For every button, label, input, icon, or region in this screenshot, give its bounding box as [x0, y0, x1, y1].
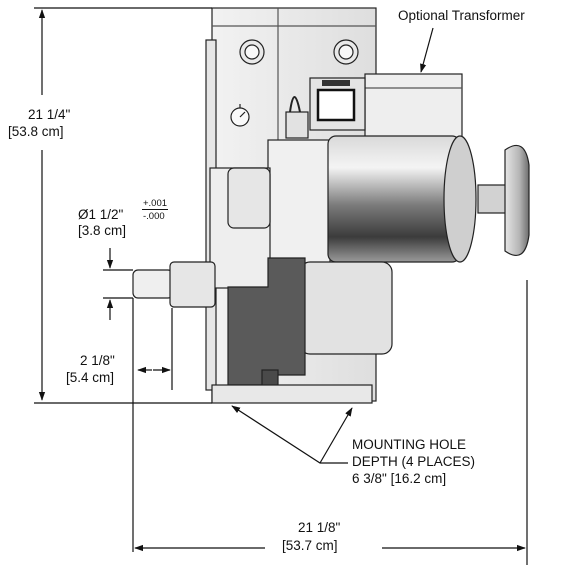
height-cm-label: [53.8 cm] — [8, 124, 64, 139]
shaft-collar — [169, 261, 216, 308]
motor-cylinder — [327, 135, 461, 263]
base-plate — [211, 384, 373, 404]
dimension-lines — [34, 7, 528, 565]
optional-transformer-label: Optional Transformer — [398, 8, 525, 23]
shaft-tolerance-plus: +.001 — [142, 198, 169, 210]
mounting-hole-leader-left — [231, 405, 348, 464]
width-inch-label: 21 1/8" — [298, 520, 341, 535]
shaft-tolerance-minus: -.000 — [143, 211, 165, 222]
width-cm-label: [53.7 cm] — [282, 538, 338, 553]
mounting-hole-line2: DEPTH (4 PLACES) — [352, 454, 476, 469]
mounting-hole-line1: MOUNTING HOLE — [352, 437, 467, 452]
lifting-hook — [289, 96, 301, 113]
shaft-length-cm-label: [5.4 cm] — [66, 370, 115, 385]
mounting-hole-leader-right — [319, 407, 353, 464]
actuator-illustration — [132, 7, 530, 404]
height-inch-label: 21 1/4" — [28, 107, 71, 122]
shaft-diameter-label: Ø1 1/2" — [78, 207, 124, 222]
shaft-length-inch-label: 2 1/8" — [80, 353, 115, 368]
mounting-hole-line3: 6 3/8" [16.2 cm] — [352, 471, 447, 486]
motor-shroud — [267, 139, 331, 266]
shaft-diameter-cm-label: [3.8 cm] — [78, 223, 127, 238]
transformer-leader — [420, 27, 434, 73]
output-shaft — [132, 269, 174, 299]
handwheel-hub — [477, 184, 509, 214]
lower-motor — [299, 261, 393, 355]
handwheel — [504, 144, 530, 256]
